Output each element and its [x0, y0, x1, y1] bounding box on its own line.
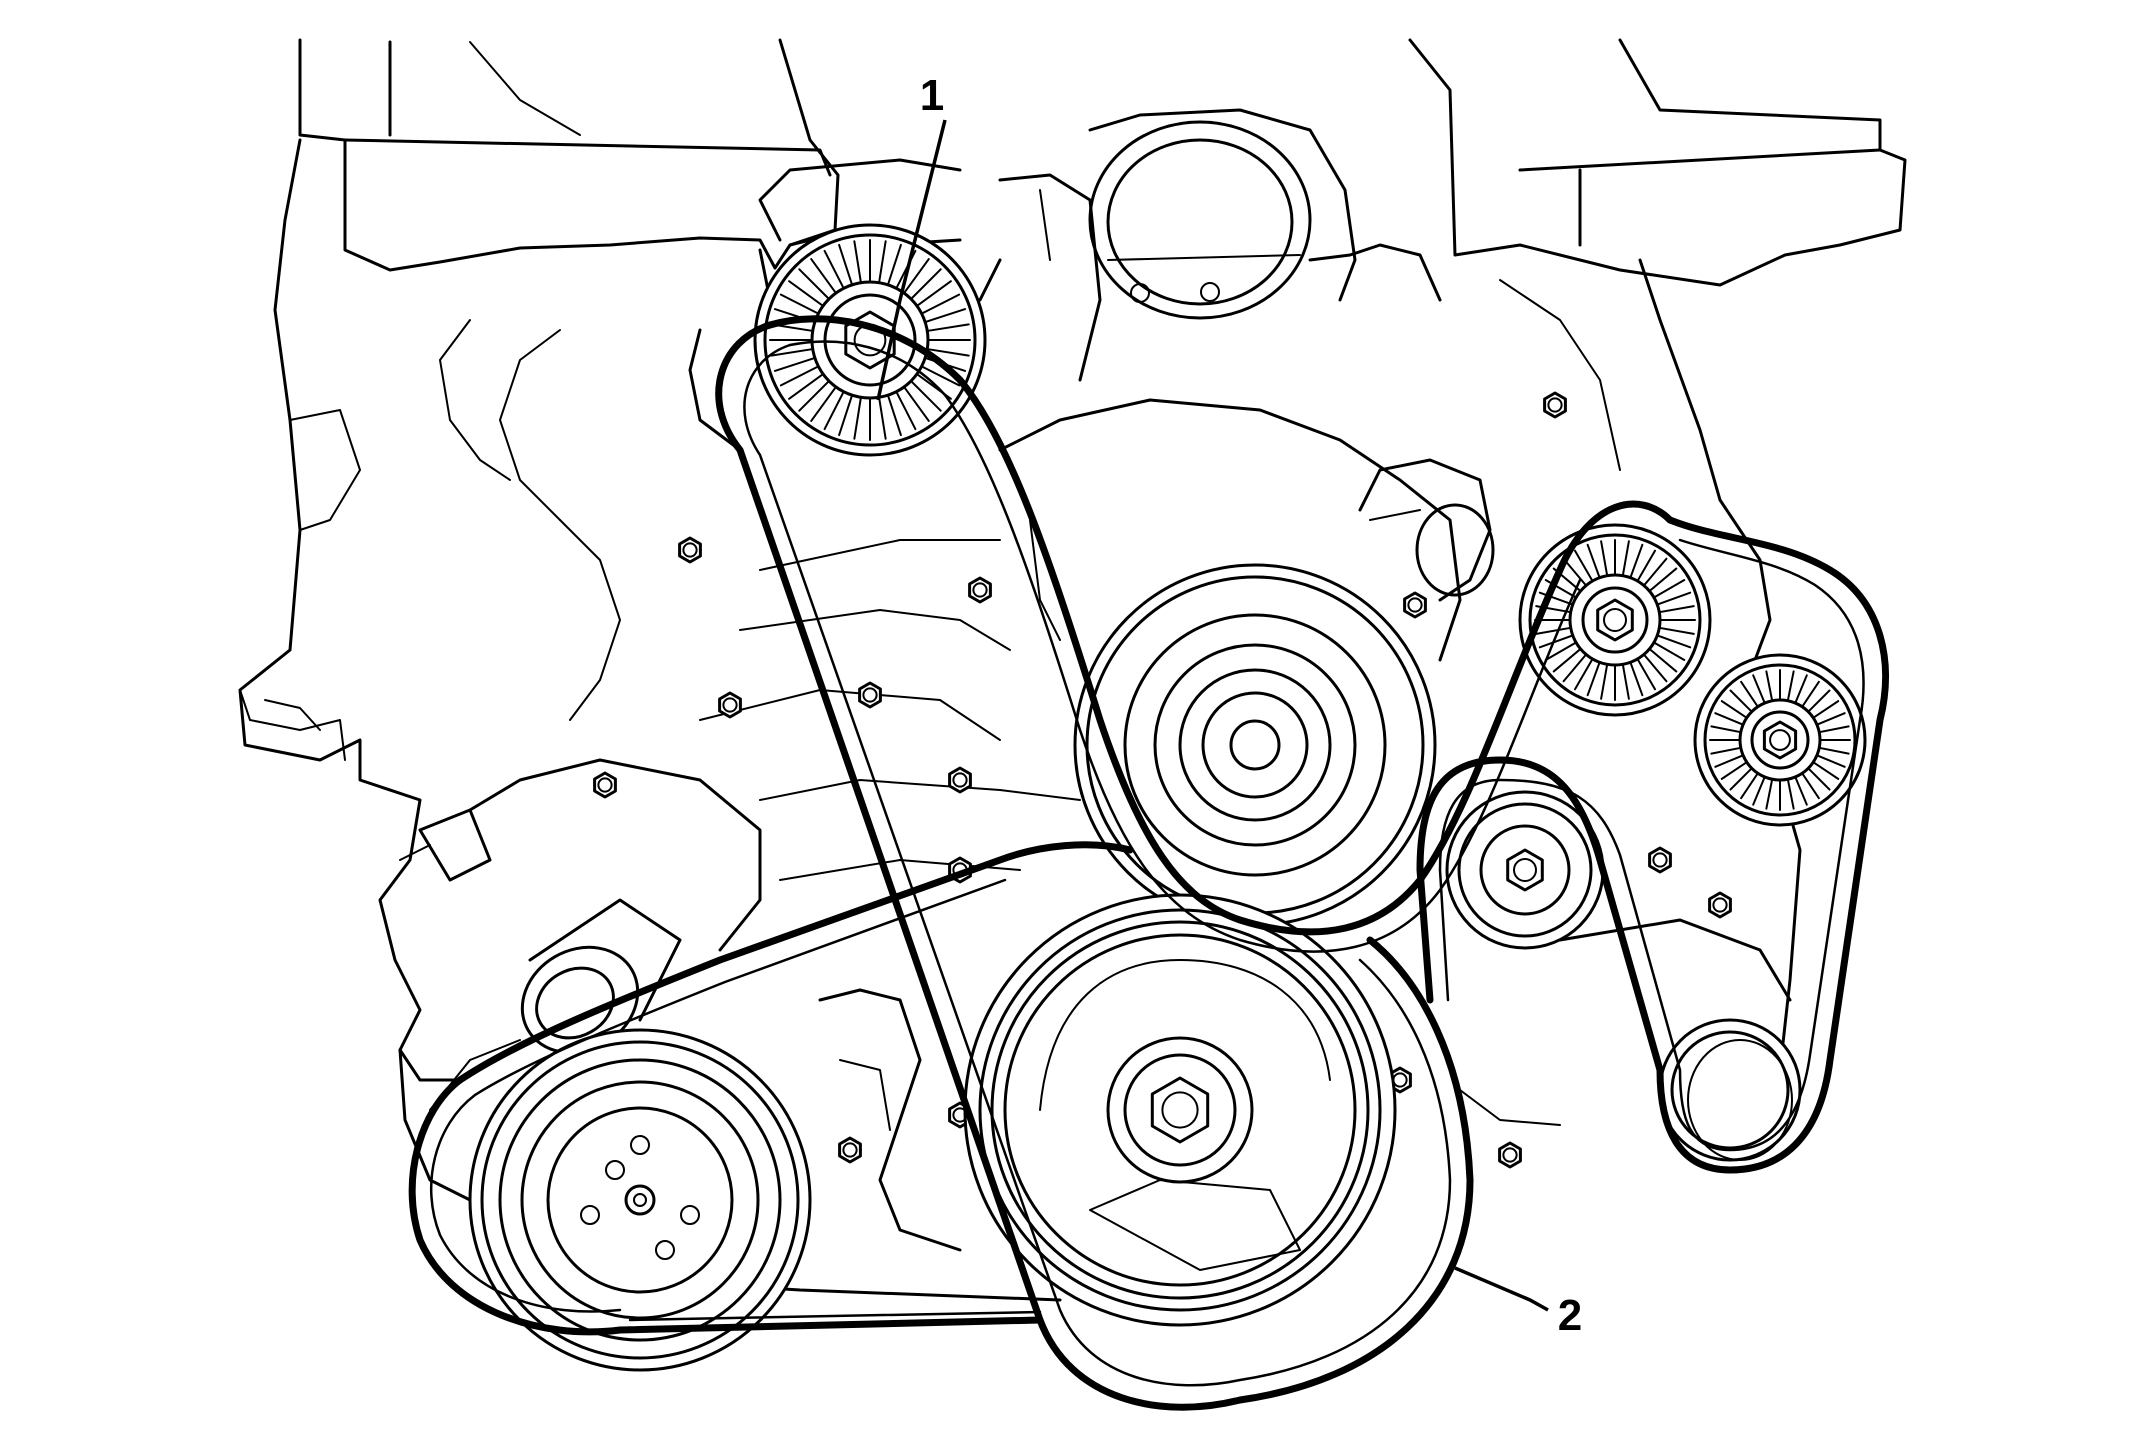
callout-1: 1	[876, 71, 947, 401]
idler-pulley-upper-right	[1518, 523, 1712, 717]
coolant-outlet	[1358, 458, 1495, 602]
callout-2-leader	[1454, 1266, 1549, 1312]
idler-pulley-far-right	[1693, 653, 1867, 827]
ac-compressor-pulley	[429, 1028, 812, 1372]
thermostat-housing	[399, 758, 762, 1055]
idler-pulley-mid-right	[1445, 790, 1605, 950]
callout-1-leader	[876, 119, 947, 401]
crankshaft-pulley	[963, 893, 1397, 1327]
callout-2: 2	[1454, 1266, 1582, 1340]
drive-belt	[408, 315, 1889, 1411]
water-pump-pulley	[1073, 563, 1437, 927]
throttle-body	[758, 108, 1442, 382]
callout-1-label: 1	[920, 71, 944, 120]
power-steering-pulley	[1558, 918, 1802, 1162]
tensioner-pulley	[753, 223, 987, 457]
callout-2-label: 2	[1558, 1291, 1582, 1340]
